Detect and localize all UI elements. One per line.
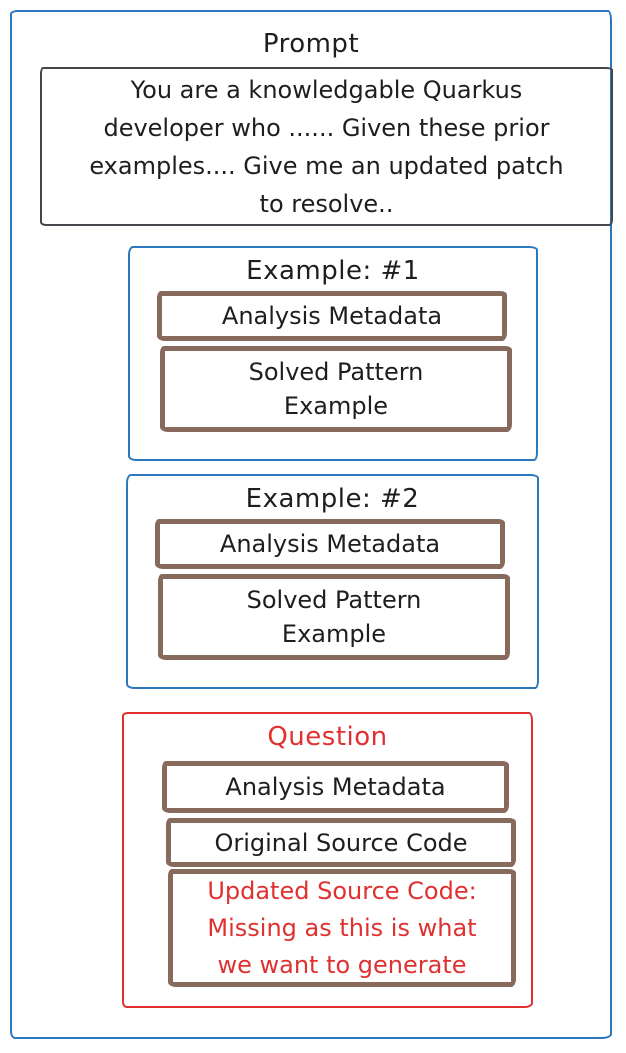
example-2-analysis-metadata-box: Analysis Metadata [155,519,505,569]
prompt-title: Prompt [262,29,360,59]
example-1-title: Example: #1 [246,256,420,286]
question-updated-source-box: Updated Source Code: Missing as this is … [168,869,516,987]
prompt-text-box: You are a knowledgable Quarkus developer… [40,67,613,226]
example-2-title: Example: #2 [245,484,420,514]
example-1-solved-pattern-box: Solved Pattern Example [160,346,512,432]
example-2-solved-pattern-box: Solved Pattern Example [158,574,510,660]
prompt-text: You are a knowledgable Quarkus developer… [89,75,564,218]
question-analysis-metadata-box: Analysis Metadata [162,761,509,813]
example-2-container: Example: #2 Analysis Metadata Solved Pat… [126,474,539,689]
prompt-frame: Prompt You are a knowledgable Quarkus de… [10,10,613,1039]
question-title: Question [267,722,388,752]
question-container: Question Analysis Metadata Original Sour… [122,712,533,1008]
example-1-analysis-metadata-box: Analysis Metadata [157,291,507,341]
example-1-container: Example: #1 Analysis Metadata Solved Pat… [128,246,538,461]
question-original-source-box: Original Source Code [166,818,516,867]
